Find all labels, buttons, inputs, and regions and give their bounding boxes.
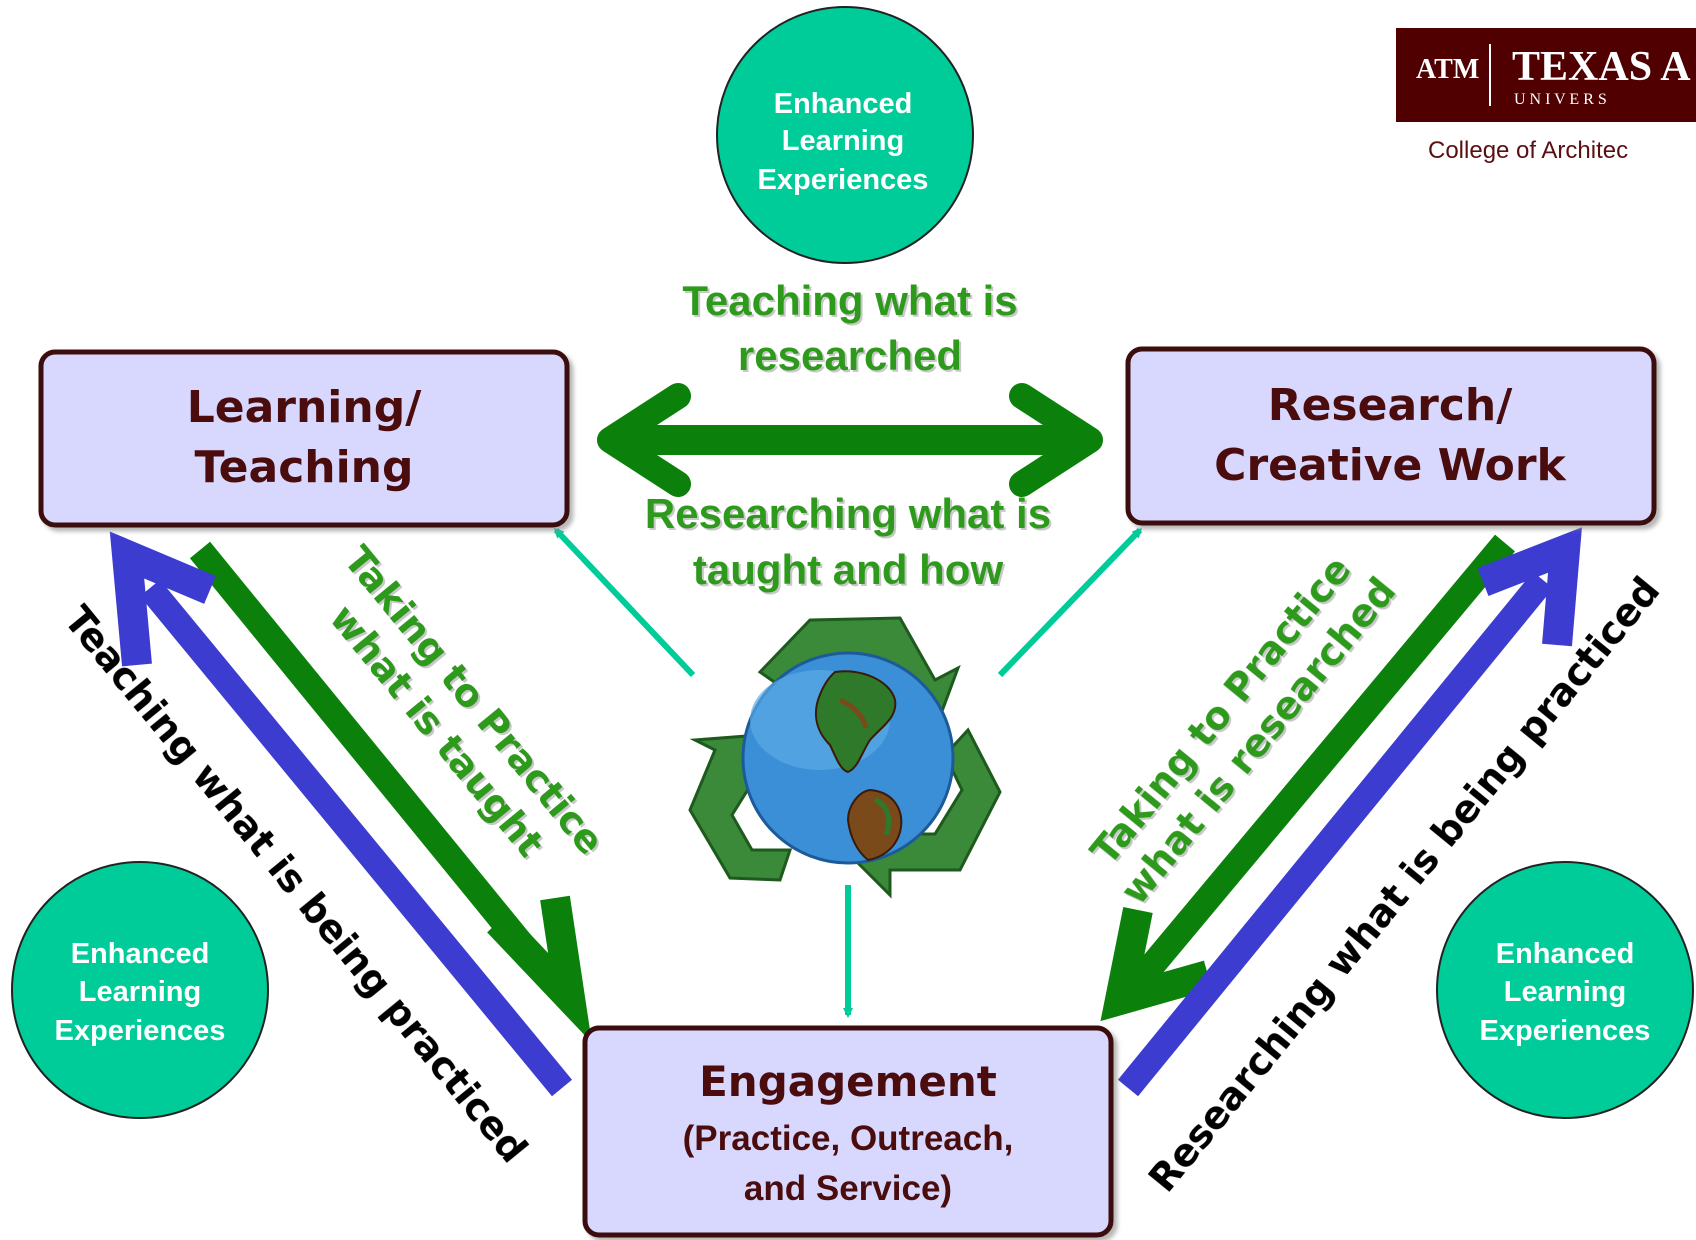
college-name: College of Architec xyxy=(1428,137,1628,164)
label-teaching-researched-line1: Teaching what is xyxy=(682,277,1017,324)
circle-top-line3: Experiences xyxy=(758,164,929,196)
tamu-logo: ATM TEXAS A U N I V E R S xyxy=(1396,28,1696,122)
double-arrow-learning-research xyxy=(597,383,1103,497)
circle-left-line2: Learning xyxy=(79,976,201,1008)
circle-top-line2: Learning xyxy=(782,125,904,157)
label-researching-taught-line2: taught and how xyxy=(693,546,1004,593)
node-engagement xyxy=(582,1025,1114,1238)
circle-right-line1: Enhanced xyxy=(1496,938,1635,970)
label-teaching-researched-line2: researched xyxy=(738,332,962,379)
circle-left: Enhanced Learning Experiences xyxy=(11,861,269,1119)
arrow-learning-to-engagement xyxy=(189,541,592,1043)
arrow-engagement-to-learning xyxy=(109,531,573,1097)
logo-university: U N I V E R S xyxy=(1514,91,1607,108)
globe-recycle-icon xyxy=(688,616,1002,899)
label-taking-practice-taught-line1: Taking to Practice xyxy=(335,538,612,863)
arrow-research-to-engagement xyxy=(1100,534,1515,1022)
circle-left-line3: Experiences xyxy=(55,1015,226,1047)
circle-top: Enhanced Learning Experiences xyxy=(716,6,974,264)
circle-left-line1: Enhanced xyxy=(71,938,210,970)
teal-arrow-to-learning xyxy=(553,527,696,678)
label-taking-practice-researched-line1: Taking to Practice xyxy=(1082,548,1359,873)
engagement-sub-line2: and Service) xyxy=(744,1169,952,1208)
research-title-line2: Creative Work xyxy=(1214,440,1567,491)
node-research-creative xyxy=(1125,346,1657,526)
circle-right-line2: Learning xyxy=(1504,976,1626,1008)
circle-right-line3: Experiences xyxy=(1480,1015,1651,1047)
node-learning-teaching xyxy=(38,349,570,528)
arrow-engagement-to-research xyxy=(1117,527,1582,1097)
circle-right: Enhanced Learning Experiences xyxy=(1436,861,1694,1119)
teal-arrow-to-research xyxy=(997,527,1143,678)
learning-title-line1: Learning/ xyxy=(187,382,422,433)
research-title-line1: Research/ xyxy=(1268,380,1514,431)
label-researching-taught-line1: Researching what is xyxy=(645,490,1051,537)
logo-monogram: ATM xyxy=(1416,54,1479,85)
engagement-title: Engagement xyxy=(699,1057,997,1106)
label-taking-practice-researched-line2: what is researched xyxy=(1112,569,1404,913)
engagement-sub-line1: (Practice, Outreach, xyxy=(683,1119,1014,1158)
circle-top-line1: Enhanced xyxy=(774,88,913,120)
learning-title-line2: Teaching xyxy=(194,442,413,493)
logo-name: TEXAS A xyxy=(1512,44,1691,90)
